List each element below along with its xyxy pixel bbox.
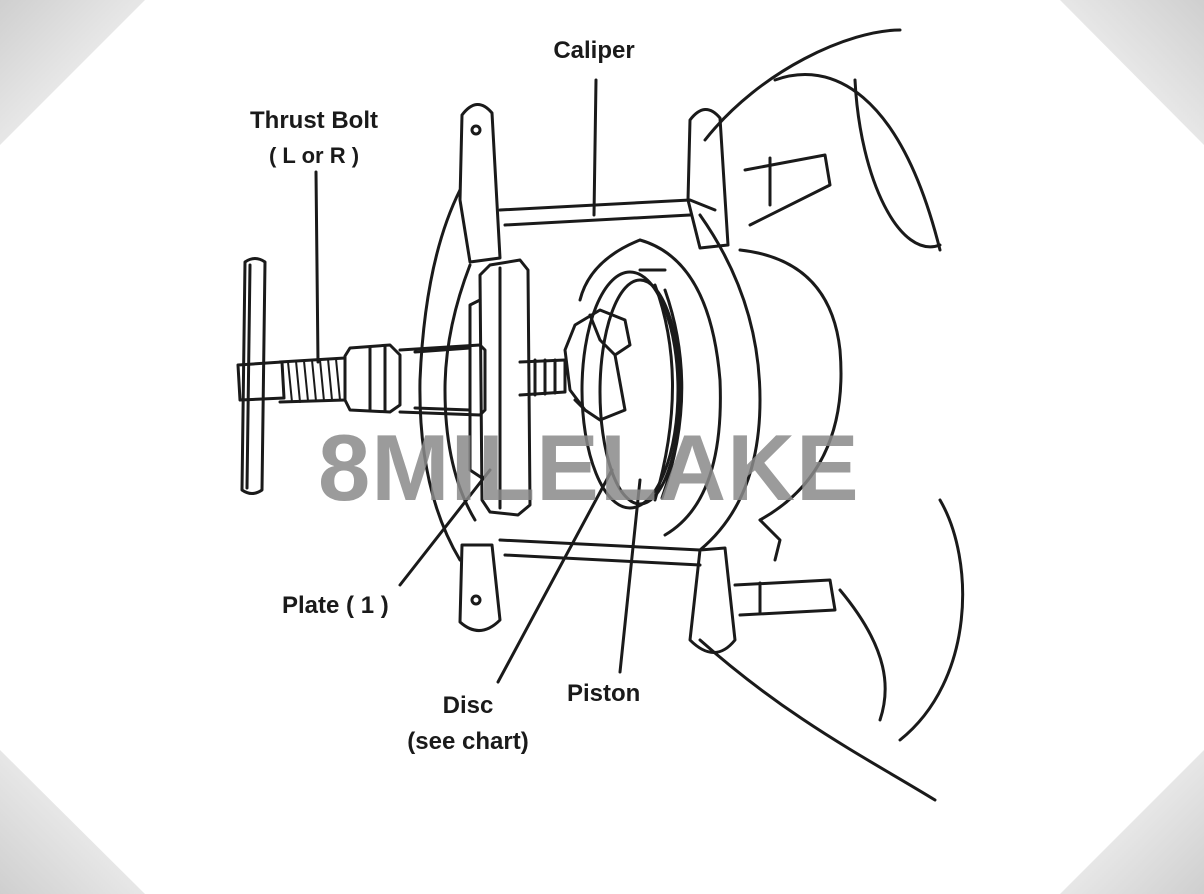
hex-nut <box>343 343 402 414</box>
caliper-housing-top <box>498 198 717 212</box>
disc <box>563 308 632 422</box>
caliper-housing-bottom <box>498 538 702 552</box>
caliper-outer-edge <box>443 263 477 522</box>
caliper-body-right <box>698 213 762 552</box>
caliper-body-right <box>738 248 843 522</box>
mount-ear-left-lower <box>458 543 502 632</box>
bolt-threads <box>287 358 341 403</box>
mount-ear-lower <box>688 546 737 654</box>
plate <box>478 258 532 517</box>
disc <box>573 398 587 412</box>
t-handle-hub <box>236 360 286 402</box>
bolt-hole <box>470 594 482 606</box>
contour-curve <box>773 73 942 252</box>
disc-leader <box>496 468 614 684</box>
disc-label: Disc <box>442 692 494 719</box>
caliper-outer-edge <box>418 188 462 562</box>
caliper-housing-bottom <box>503 553 702 567</box>
thrust-bolt-leader <box>314 170 320 364</box>
thrust-bolt-note: ( L or R ) <box>268 143 360 168</box>
contour-curve <box>703 28 902 142</box>
piston-bore <box>638 238 722 537</box>
mount-ear-left-upper <box>458 103 502 264</box>
piston-ring <box>598 278 682 506</box>
plate-leader <box>398 468 492 587</box>
bolt-hole <box>470 124 482 136</box>
hex-nut <box>368 344 387 413</box>
shaft-thread <box>533 358 557 397</box>
piston-leader <box>618 478 642 674</box>
contour-curve <box>853 78 942 249</box>
caliper-label: Caliper <box>553 37 635 64</box>
piston-bore <box>578 238 642 302</box>
mount-ear-upper <box>686 108 730 250</box>
piston-ring <box>653 283 674 502</box>
disc <box>588 313 617 357</box>
slide-pin-upper <box>743 153 832 227</box>
slide-pin-lower <box>733 578 837 617</box>
line-drawing <box>236 28 965 802</box>
t-handle-bar <box>240 257 267 495</box>
shaft-thread <box>518 358 567 397</box>
contour-curve <box>838 588 887 722</box>
plate-label: Plate ( 1 ) <box>282 592 389 619</box>
contour-curve <box>898 498 965 742</box>
disc-note: (see chart) <box>407 728 529 755</box>
caliper-housing-top <box>503 213 692 227</box>
watermark: 8MILELAKE <box>318 415 860 520</box>
body-tube <box>398 343 487 417</box>
piston-label: Piston <box>567 680 641 707</box>
body-tube <box>413 346 472 412</box>
plate <box>468 298 484 480</box>
piston <box>580 270 680 510</box>
thrust-bolt-label: Thrust Bolt <box>250 107 378 134</box>
piston-ring <box>660 288 684 500</box>
caliper-body-right <box>758 518 782 562</box>
contour-curve <box>698 638 937 802</box>
t-handle-bar <box>245 263 252 490</box>
caliper-leader <box>592 78 598 217</box>
